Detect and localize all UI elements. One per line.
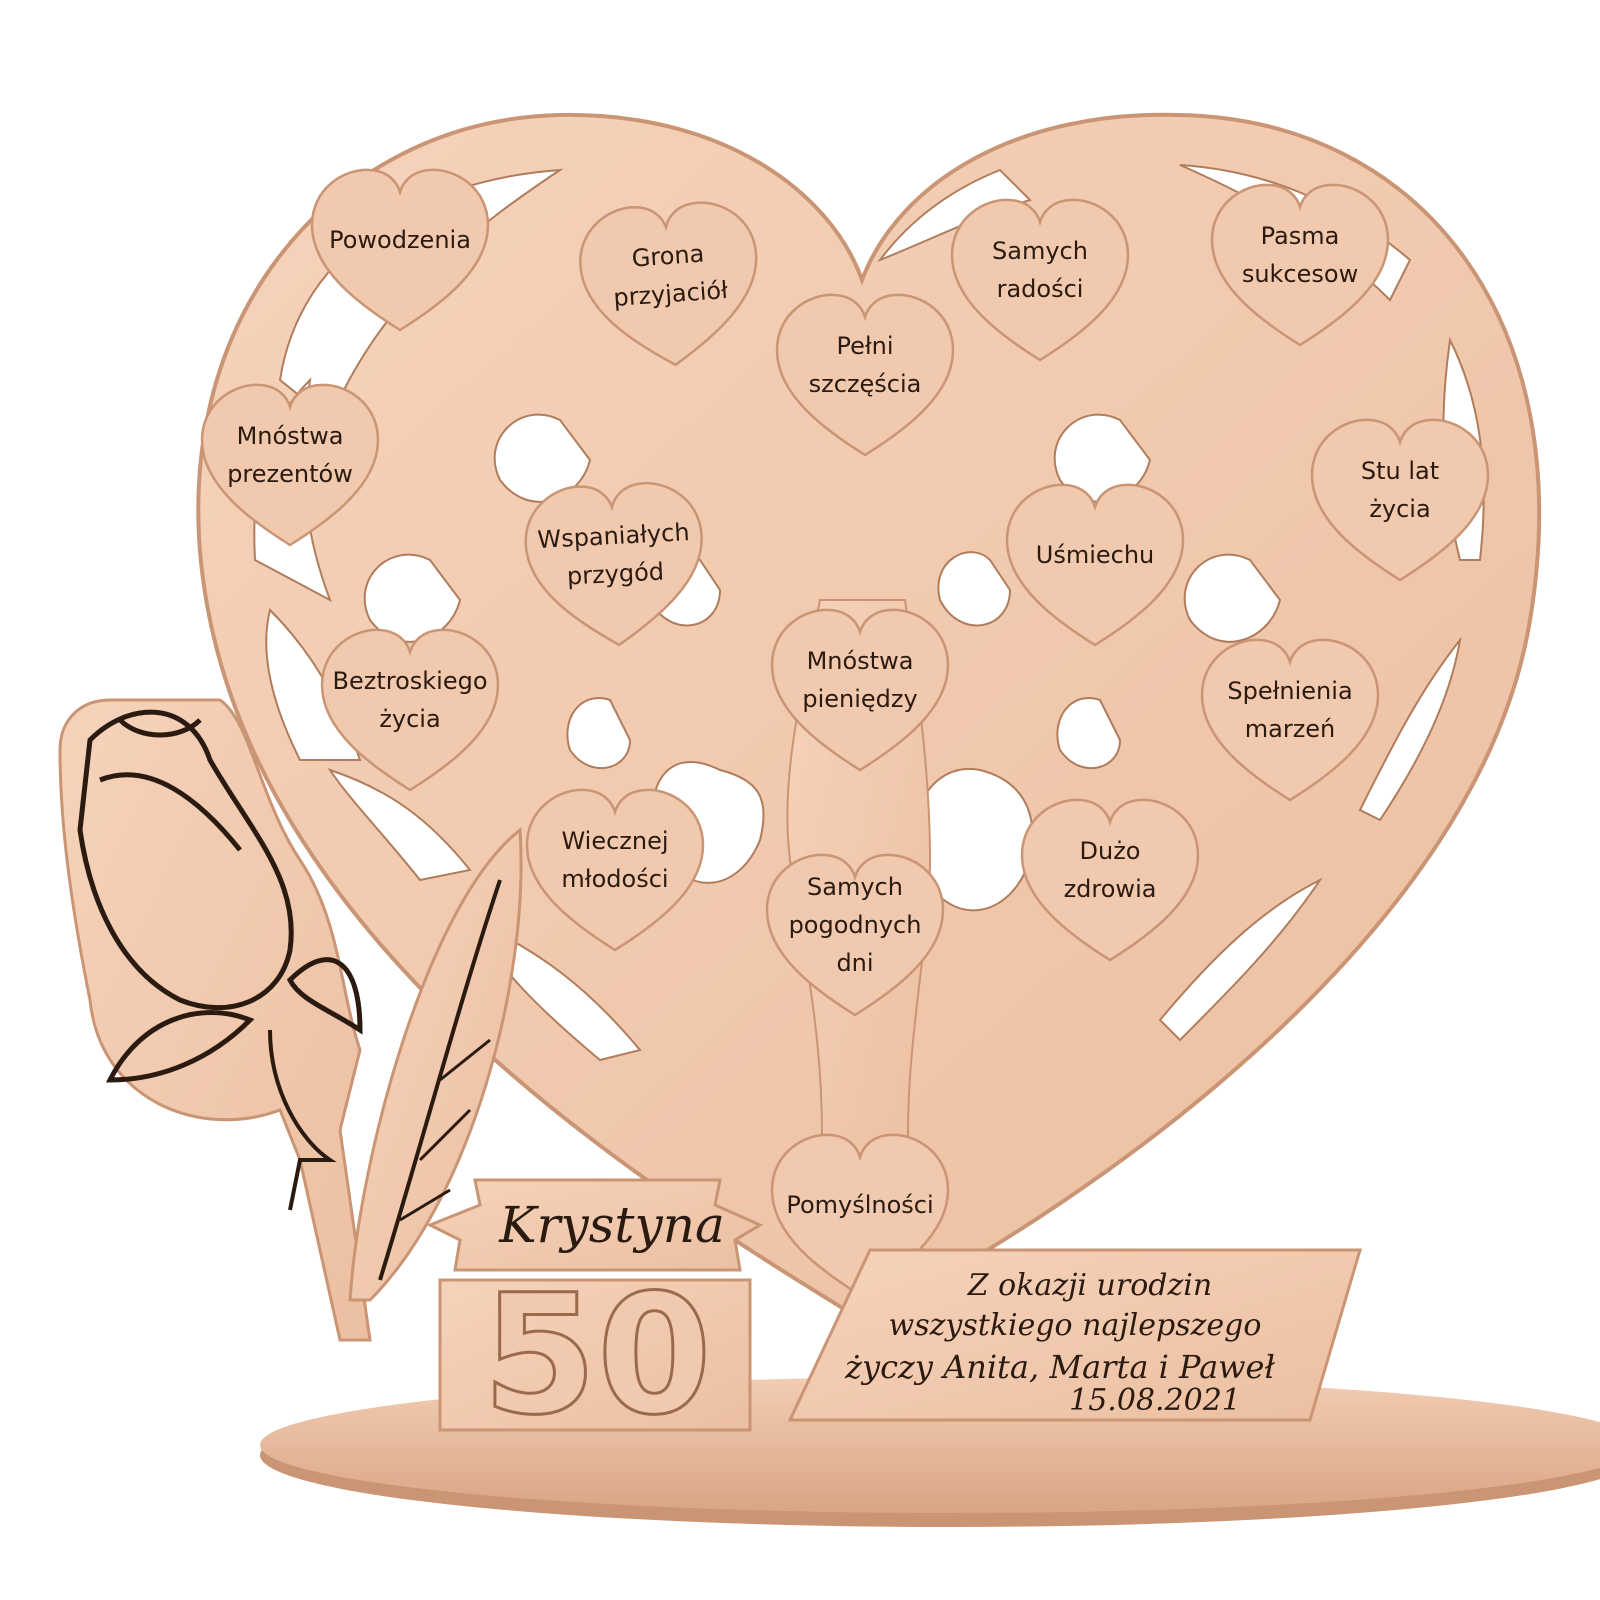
- wish-heart-text: Mnóstwa: [807, 647, 914, 675]
- wish-heart-text: Samych: [807, 873, 903, 901]
- wish-heart: Dużo zdrowia: [1020, 798, 1200, 962]
- wish-heart-shape: [1210, 183, 1390, 347]
- wish-heart-text: Wiecznej: [561, 827, 668, 855]
- wish-heart-shape: [579, 201, 758, 367]
- wish-heart-text: szczęścia: [809, 370, 922, 398]
- wish-heart-shape: [1005, 483, 1185, 647]
- wish-heart-text: Stu lat: [1361, 457, 1439, 485]
- wish-heart-shape: [1310, 418, 1490, 582]
- wish-heart-shape: [200, 383, 380, 547]
- wish-heart-shape: [525, 788, 705, 952]
- wish-heart-text: życia: [1369, 495, 1430, 523]
- wish-heart-text: przygód: [566, 557, 664, 590]
- wish-heart-shape: [320, 628, 500, 792]
- wish-heart-text: Beztroskiego: [332, 667, 487, 695]
- wish-heart-text: dni: [836, 949, 873, 977]
- wish-heart-text: Pomyślności: [786, 1191, 933, 1219]
- wish-heart-text: sukcesow: [1242, 260, 1358, 288]
- wish-heart-shape: [770, 608, 950, 772]
- name-banner: Krystyna: [426, 1178, 764, 1272]
- plaque-line-2: wszystkiego najlepszego: [889, 1308, 1262, 1343]
- wish-heart-text: Grona: [631, 240, 705, 273]
- age-number-text: 50: [482, 1259, 712, 1451]
- wish-heart-text: Powodzenia: [329, 226, 471, 254]
- wish-heart-shape: [775, 293, 955, 457]
- wish-heart: Spełnienia marzeń: [1200, 638, 1380, 802]
- wish-heart: Uśmiechu: [1005, 483, 1185, 647]
- wish-heart-text: zdrowia: [1064, 875, 1157, 903]
- wish-heart: Pasma sukcesow: [1210, 183, 1390, 347]
- wish-heart-text: Mnóstwa: [237, 422, 344, 450]
- wish-heart: Mnóstwa prezentów: [200, 383, 380, 547]
- age-number: 50: [438, 1258, 752, 1453]
- wish-heart: Samych radości: [950, 198, 1130, 362]
- wish-heart-text: Spełnienia: [1227, 677, 1352, 705]
- wish-heart-text: młodości: [561, 865, 668, 893]
- wish-heart-shape: [950, 198, 1130, 362]
- plaque-line-3: życzy Anita, Marta i Paweł: [844, 1348, 1275, 1386]
- wish-heart: Mnóstwa pieniędzy: [770, 608, 950, 772]
- rose-decoration: [58, 698, 523, 1342]
- wish-heart-text: Samych: [992, 237, 1088, 265]
- wish-heart-shape: [1020, 798, 1200, 962]
- name-banner-text: Krystyna: [498, 1196, 725, 1254]
- wish-heart-text: Pasma: [1261, 222, 1340, 250]
- wish-heart-text: radości: [997, 275, 1084, 303]
- plaque-date: 15.08.2021: [1069, 1383, 1241, 1418]
- wish-heart: Wiecznej młodości: [525, 788, 705, 952]
- wish-heart-text: pogodnych: [789, 911, 922, 939]
- wish-heart: Powodzenia: [310, 168, 490, 332]
- wish-heart-shape: [524, 481, 703, 647]
- wish-heart-text: Pełni: [836, 332, 893, 360]
- wish-heart-text: Dużo: [1080, 837, 1141, 865]
- wish-heart-shape: [310, 168, 490, 332]
- wish-heart: Samych pogodnych dni: [765, 853, 945, 1017]
- wish-heart-text: pieniędzy: [802, 685, 917, 713]
- wish-heart: Beztroskiego życia: [320, 628, 500, 792]
- wish-heart-text: prezentów: [227, 460, 353, 488]
- wish-heart-shape: [765, 853, 945, 1017]
- wish-heart: Stu lat życia: [1310, 418, 1490, 582]
- wish-heart-text: Uśmiechu: [1036, 541, 1155, 569]
- plaque-line-1: Z okazji urodzin: [967, 1268, 1212, 1303]
- wish-heart: Pełni szczęścia: [775, 293, 955, 457]
- wish-heart-shape: [1200, 638, 1380, 802]
- wish-heart-text: marzeń: [1245, 715, 1336, 743]
- dedication-plaque: Z okazji urodzin wszystkiego najlepszego…: [787, 1248, 1363, 1422]
- wish-heart-text: życia: [379, 705, 440, 733]
